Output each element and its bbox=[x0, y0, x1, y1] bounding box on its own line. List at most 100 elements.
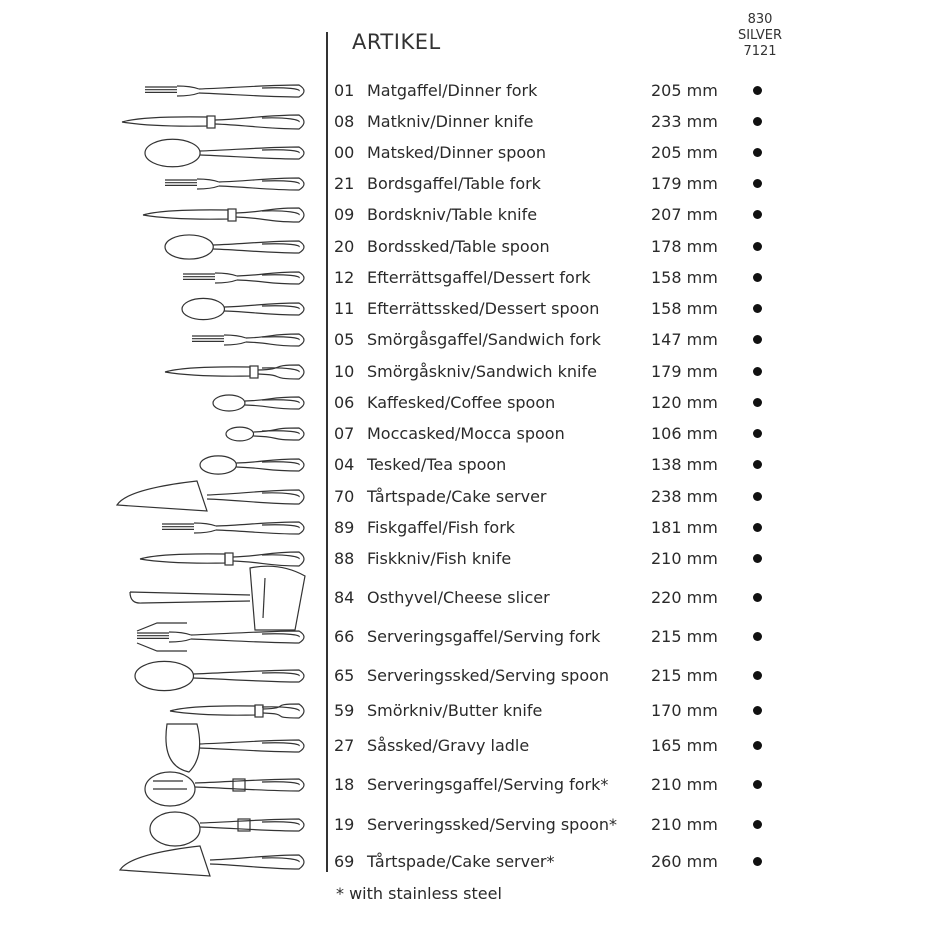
article-name: Fiskkniv/Fish knife bbox=[367, 549, 512, 568]
availability-dot bbox=[753, 706, 762, 715]
article-code: 10 bbox=[334, 362, 355, 381]
article-name: Tårtspade/Cake server bbox=[367, 487, 547, 506]
article-length: 158 mm bbox=[651, 299, 718, 318]
availability-dot bbox=[753, 857, 762, 866]
article-length: 179 mm bbox=[651, 362, 718, 381]
article-name: Tesked/Tea spoon bbox=[367, 455, 507, 474]
article-name: Tårtspade/Cake server* bbox=[367, 852, 555, 871]
article-row: 06 Kaffesked/Coffee spoon 120 mm bbox=[0, 390, 930, 416]
article-length: 181 mm bbox=[651, 518, 718, 537]
article-name: Bordssked/Table spoon bbox=[367, 237, 550, 256]
article-code: 09 bbox=[334, 205, 355, 224]
availability-dot bbox=[753, 671, 762, 680]
availability-dot bbox=[753, 429, 762, 438]
availability-dot bbox=[753, 632, 762, 641]
column-header-line-2: SILVER bbox=[737, 28, 783, 43]
article-length: 120 mm bbox=[651, 393, 718, 412]
article-name: Matkniv/Dinner knife bbox=[367, 112, 534, 131]
table-fork-icon bbox=[165, 177, 305, 191]
dessert-spoon-icon bbox=[181, 297, 305, 321]
article-row: 69 Tårtspade/Cake server* 260 mm bbox=[0, 849, 930, 875]
availability-dot bbox=[753, 242, 762, 251]
page-title: ARTIKEL bbox=[352, 30, 441, 54]
salad-serving-spoon-icon bbox=[149, 811, 305, 847]
fish-fork-icon bbox=[162, 521, 305, 535]
article-code: 66 bbox=[334, 627, 355, 646]
availability-dot bbox=[753, 820, 762, 829]
article-name: Efterrättsgaffel/Dessert fork bbox=[367, 268, 591, 287]
article-code: 11 bbox=[334, 299, 355, 318]
fish-knife-icon bbox=[139, 551, 305, 567]
article-code: 88 bbox=[334, 549, 355, 568]
article-code: 69 bbox=[334, 852, 355, 871]
article-name: Bordsgaffel/Table fork bbox=[367, 174, 541, 193]
article-name: Moccasked/Mocca spoon bbox=[367, 424, 565, 443]
article-code: 65 bbox=[334, 666, 355, 685]
article-length: 260 mm bbox=[651, 852, 718, 871]
article-name: Fiskgaffel/Fish fork bbox=[367, 518, 516, 537]
article-row: 00 Matsked/Dinner spoon 205 mm bbox=[0, 140, 930, 166]
article-code: 06 bbox=[334, 393, 355, 412]
availability-dot bbox=[753, 148, 762, 157]
column-header-line-3: 7121 bbox=[743, 44, 777, 59]
availability-dot bbox=[753, 273, 762, 282]
availability-dot bbox=[753, 304, 762, 313]
article-length: 233 mm bbox=[651, 112, 718, 131]
serving-spoon-icon bbox=[134, 660, 305, 692]
article-code: 19 bbox=[334, 815, 355, 834]
article-code: 01 bbox=[334, 81, 355, 100]
article-name: Bordskniv/Table knife bbox=[367, 205, 538, 224]
article-code: 12 bbox=[334, 268, 355, 287]
dessert-fork-icon bbox=[183, 271, 305, 285]
article-code: 70 bbox=[334, 487, 355, 506]
availability-dot bbox=[753, 741, 762, 750]
availability-dot bbox=[753, 179, 762, 188]
availability-dot bbox=[753, 335, 762, 344]
article-code: 89 bbox=[334, 518, 355, 537]
article-code: 84 bbox=[334, 588, 355, 607]
butter-knife-icon bbox=[169, 703, 305, 719]
article-length: 138 mm bbox=[651, 455, 718, 474]
dinner-spoon-icon bbox=[144, 138, 305, 168]
article-code: 05 bbox=[334, 330, 355, 349]
article-code: 04 bbox=[334, 455, 355, 474]
article-code: 27 bbox=[334, 736, 355, 755]
article-length: 165 mm bbox=[651, 736, 718, 755]
sandwich-knife-icon bbox=[164, 364, 305, 380]
article-row: 89 Fiskgaffel/Fish fork 181 mm bbox=[0, 515, 930, 541]
article-length: 178 mm bbox=[651, 237, 718, 256]
article-length: 205 mm bbox=[651, 81, 718, 100]
article-length: 215 mm bbox=[651, 627, 718, 646]
article-length: 205 mm bbox=[651, 143, 718, 162]
article-length: 170 mm bbox=[651, 701, 718, 720]
availability-dot bbox=[753, 86, 762, 95]
article-length: 210 mm bbox=[651, 815, 718, 834]
article-length: 207 mm bbox=[651, 205, 718, 224]
article-length: 147 mm bbox=[651, 330, 718, 349]
article-row: 20 Bordssked/Table spoon 178 mm bbox=[0, 234, 930, 260]
article-name: Såssked/Gravy ladle bbox=[367, 736, 530, 755]
article-name: Matsked/Dinner spoon bbox=[367, 143, 547, 162]
coffee-spoon-icon bbox=[212, 394, 305, 412]
article-code: 00 bbox=[334, 143, 355, 162]
article-code: 20 bbox=[334, 237, 355, 256]
tea-spoon-icon bbox=[199, 455, 305, 475]
gravy-ladle-icon bbox=[165, 723, 305, 773]
article-length: 220 mm bbox=[651, 588, 718, 607]
article-name: Serveringssked/Serving spoon* bbox=[367, 815, 618, 834]
column-header-line-1: 830 bbox=[747, 12, 773, 27]
article-code: 07 bbox=[334, 424, 355, 443]
table-spoon-icon bbox=[164, 234, 305, 260]
article-name: Kaffesked/Coffee spoon bbox=[367, 393, 556, 412]
article-row: 19 Serveringssked/Serving spoon* 210 mm bbox=[0, 812, 930, 838]
